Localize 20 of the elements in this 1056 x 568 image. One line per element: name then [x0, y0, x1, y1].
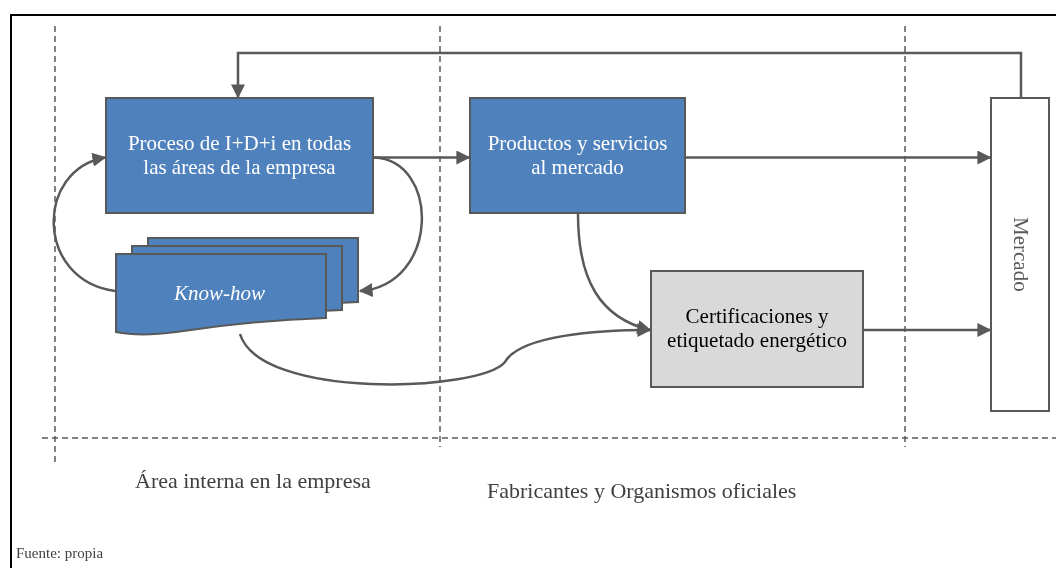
- node-text: Mercado: [1008, 217, 1032, 292]
- zone-label: Área interna en la empresa: [135, 468, 371, 494]
- arrow: [238, 323, 652, 386]
- certification-box: [650, 270, 864, 388]
- process-box: [469, 97, 686, 214]
- arrow: [231, 51, 1023, 99]
- arrow: [686, 150, 992, 165]
- source-note: Fuente: propia: [16, 545, 104, 562]
- node-text: Productos y servicios al mercado: [486, 132, 669, 179]
- arrow: [52, 154, 116, 293]
- arrow: [358, 156, 423, 296]
- node-text: Proceso de I+D+i en todas las áreas de la empresa: [126, 132, 353, 179]
- arrow: [374, 150, 471, 165]
- market-bar: [990, 97, 1050, 412]
- arrow: [864, 323, 992, 337]
- process-box: [105, 97, 374, 214]
- node-text: Certificaciones y etiquetado energético: [666, 305, 848, 353]
- zone-label: Fabricantes y Organismos oficiales: [487, 478, 797, 504]
- arrow: [576, 213, 652, 334]
- node-text: Know-how: [173, 282, 266, 306]
